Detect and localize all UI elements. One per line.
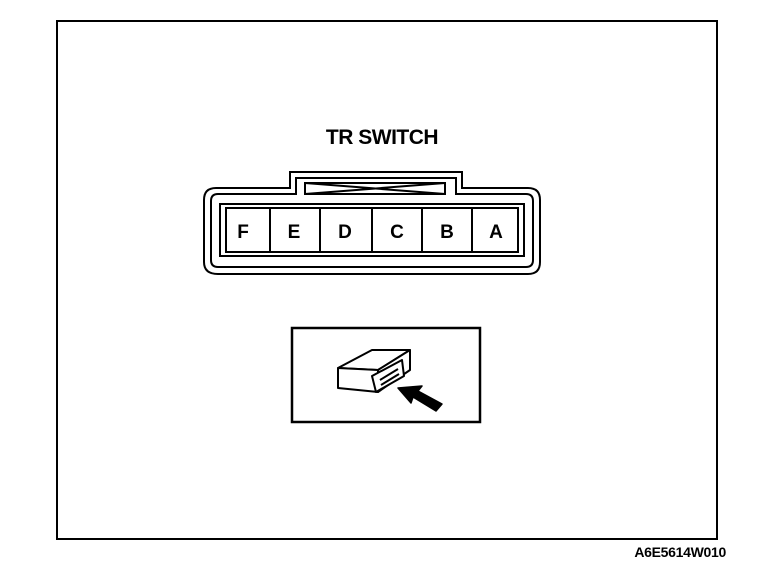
diagram-frame [56,20,718,540]
connector-icon [337,349,411,393]
figure-code: A6E5614W010 [634,544,726,560]
pin-label-e: E [288,222,301,243]
pin-label-d: D [338,222,352,243]
connector-title: TR SWITCH [325,126,439,149]
pin-label-a: A [489,222,503,243]
connector-housing [203,171,541,275]
pin-label-f: F [237,222,249,243]
pin-label-b: B [440,222,454,243]
pin-dividers [269,208,473,252]
pin-label-c: C [390,222,404,243]
view-direction-inset [290,326,482,424]
view-arrow-icon [397,385,443,412]
